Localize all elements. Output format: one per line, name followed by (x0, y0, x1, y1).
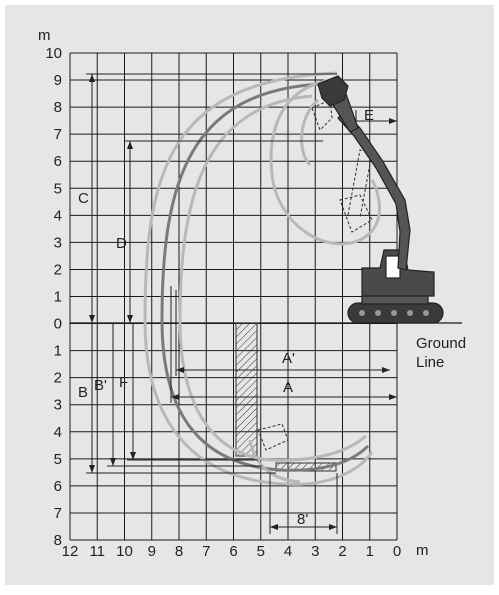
label-A: A (283, 379, 293, 396)
x-tick-label: 1 (366, 543, 374, 560)
x-tick-label: 2 (338, 543, 346, 560)
y-tick-label: 8 (54, 532, 62, 549)
y-tick-label: 0 (54, 316, 62, 333)
y-tick-label: 1 (54, 343, 62, 360)
label-F: F (119, 374, 128, 391)
bucket-curl-arc (248, 439, 301, 484)
y-tick-label: 7 (54, 505, 62, 522)
y-tick-label: 6 (54, 478, 62, 495)
middle-reach-arc (160, 82, 370, 472)
outer-reach-arc (143, 71, 374, 486)
label-D: D (116, 235, 127, 252)
y-tick-label: 2 (54, 370, 62, 387)
y-tick-label: 1 (54, 289, 62, 306)
x-tick-label: 8 (175, 543, 183, 560)
x-tick-label: 3 (311, 543, 319, 560)
x-tick-label: 12 (62, 543, 79, 560)
x-tick-label: 6 (229, 543, 237, 560)
y-tick-label: 2 (54, 261, 62, 278)
y-unit-label: m (38, 27, 51, 44)
dimension-arrowheads (89, 74, 397, 530)
x-tick-label: 9 (148, 543, 156, 560)
label-C: C (78, 190, 89, 207)
y-tick-label: 7 (54, 126, 62, 143)
x-tick-label: 11 (89, 543, 105, 560)
x-tick-label: 0 (393, 543, 401, 560)
bucket-position-top (311, 99, 333, 131)
inner-reach-arc (178, 94, 367, 462)
reach-envelopes (143, 71, 381, 486)
x-tick-label: 10 (116, 543, 133, 560)
y-tick-label: 6 (54, 153, 62, 170)
y-tick-label: 4 (54, 424, 62, 441)
label-B: B (78, 384, 88, 401)
x-tick-label: 4 (284, 543, 292, 560)
label-B-prime: B' (94, 377, 107, 394)
x-unit-label: m (416, 542, 429, 559)
ground-line-label-1: Ground (416, 335, 466, 352)
y-tick-label: 10 (45, 45, 62, 62)
x-tick-label: 5 (257, 543, 265, 560)
dimension-lines (86, 73, 397, 534)
label-E: E (364, 107, 374, 124)
label-A-prime: A' (282, 350, 295, 367)
excavator-bucket (317, 75, 349, 107)
y-tick-label: 3 (54, 234, 62, 251)
front-reach-arc (269, 78, 381, 246)
excavator (317, 75, 444, 324)
ground-line-label-2: Line (416, 354, 444, 371)
bucket-position-bottom (257, 423, 289, 451)
track-rollers (359, 310, 429, 316)
y-tick-label: 5 (54, 180, 62, 197)
x-tick-label: 7 (202, 543, 210, 560)
vertical-wall-hatch (235, 322, 258, 457)
y-tick-label: 3 (54, 397, 62, 414)
y-tick-label: 9 (54, 72, 62, 89)
label-8-prime: 8' (297, 511, 308, 528)
excavator-boom (337, 111, 411, 271)
y-tick-label: 8 (54, 99, 62, 116)
near-reach-arc (300, 98, 320, 167)
y-tick-label: 5 (54, 451, 62, 468)
y-tick-label: 4 (54, 207, 62, 224)
